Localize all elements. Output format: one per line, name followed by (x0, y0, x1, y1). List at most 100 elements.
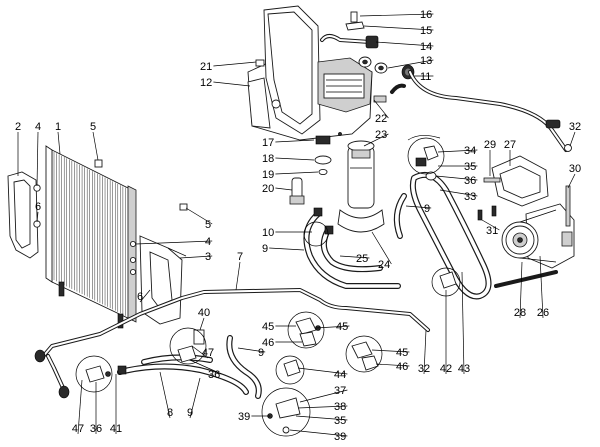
leader-line (363, 25, 434, 31)
callout-18: 18 (262, 153, 274, 165)
lower-pipes (34, 288, 430, 399)
callout-15: 15 (420, 25, 432, 37)
callout-26: 26 (537, 307, 549, 319)
callout-46: 46 (396, 361, 408, 373)
callout-47: 47 (72, 423, 84, 435)
leader-line (481, 219, 500, 231)
leader-line (77, 379, 83, 435)
callout-16: 16 (420, 9, 432, 21)
callout-9: 9 (258, 347, 264, 359)
callout-17: 17 (262, 137, 274, 149)
callout-5: 5 (90, 121, 96, 133)
leader-line (461, 271, 465, 375)
leader-line (92, 131, 99, 161)
callout-45: 45 (262, 321, 274, 333)
callout-23: 23 (375, 129, 387, 141)
callout-4: 4 (35, 121, 41, 133)
leader-line (189, 359, 222, 375)
callout-5: 5 (205, 219, 211, 231)
leader-line (295, 415, 348, 421)
callout-9: 9 (424, 203, 430, 215)
callout-32: 32 (418, 363, 430, 375)
callout-40: 40 (198, 307, 210, 319)
left-bracket (7, 171, 41, 259)
callout-13: 13 (420, 55, 432, 67)
callout-36: 36 (90, 423, 102, 435)
callout-29: 29 (484, 139, 496, 151)
callout-34: 34 (464, 145, 476, 157)
leader-line (275, 171, 319, 175)
leader-line (435, 175, 478, 181)
lower-hoses (117, 335, 262, 399)
leader-line (139, 289, 151, 303)
leader-line (423, 329, 427, 375)
leader-lines (17, 13, 576, 437)
leader-line (539, 255, 544, 319)
leader-line (275, 139, 315, 143)
leader-line (269, 247, 305, 251)
leader-line (375, 41, 434, 47)
leader-line (189, 377, 201, 419)
leader-line (359, 13, 434, 17)
callout-42: 42 (440, 363, 452, 375)
leader-line (405, 205, 432, 209)
leader-line (213, 61, 257, 67)
callout-45: 45 (396, 347, 408, 359)
clip-nuts (94, 159, 188, 211)
callout-39: 39 (334, 431, 346, 443)
callout-37: 37 (334, 385, 346, 397)
leader-line (375, 363, 410, 367)
leader-line (297, 367, 348, 375)
leader-line (299, 389, 348, 403)
callout-35: 35 (464, 161, 476, 173)
compressor (491, 155, 575, 288)
callout-11: 11 (420, 71, 431, 83)
leader-line (191, 345, 209, 359)
leader-line (36, 211, 39, 223)
callout-31: 31 (486, 225, 498, 237)
leader-line (159, 371, 171, 419)
callout-47: 47 (202, 347, 214, 359)
callout-22: 22 (375, 113, 387, 125)
leader-line (437, 149, 478, 153)
leader-line (371, 349, 410, 353)
leader-line (36, 131, 39, 187)
callout-12: 12 (200, 77, 212, 89)
right-bracket (129, 235, 187, 325)
callout-46: 46 (262, 337, 274, 349)
leader-line (275, 157, 315, 161)
callout-6: 6 (137, 291, 143, 303)
callout-9: 9 (187, 407, 193, 419)
valve-parts (289, 135, 332, 205)
callout-32: 32 (569, 121, 581, 133)
evaporator-unit (247, 5, 387, 141)
callout-14: 14 (420, 41, 432, 53)
callout-41: 41 (110, 423, 122, 435)
leader-line (439, 189, 478, 197)
callout-30: 30 (569, 163, 581, 175)
callout-9: 9 (262, 243, 268, 255)
callout-20: 20 (262, 183, 274, 195)
callout-21: 21 (200, 61, 212, 73)
callout-7: 7 (237, 251, 243, 263)
callout-19: 19 (262, 169, 274, 181)
callout-4: 4 (205, 236, 211, 248)
drive-belt (409, 172, 492, 300)
leader-line (179, 255, 213, 259)
callout-24: 24 (378, 259, 390, 271)
leader-line (339, 255, 370, 259)
leader-line (373, 99, 389, 119)
condenser (45, 145, 137, 329)
callout-39: 39 (238, 411, 250, 423)
callout-10: 10 (262, 227, 274, 239)
leader-line (387, 59, 434, 69)
leader-line (289, 429, 348, 437)
suction-pipe (390, 70, 572, 152)
callout-25: 25 (356, 253, 368, 265)
callout-33: 33 (464, 191, 476, 203)
callout-38: 38 (334, 401, 346, 413)
leader-line (237, 347, 266, 353)
callout-27: 27 (504, 139, 516, 151)
